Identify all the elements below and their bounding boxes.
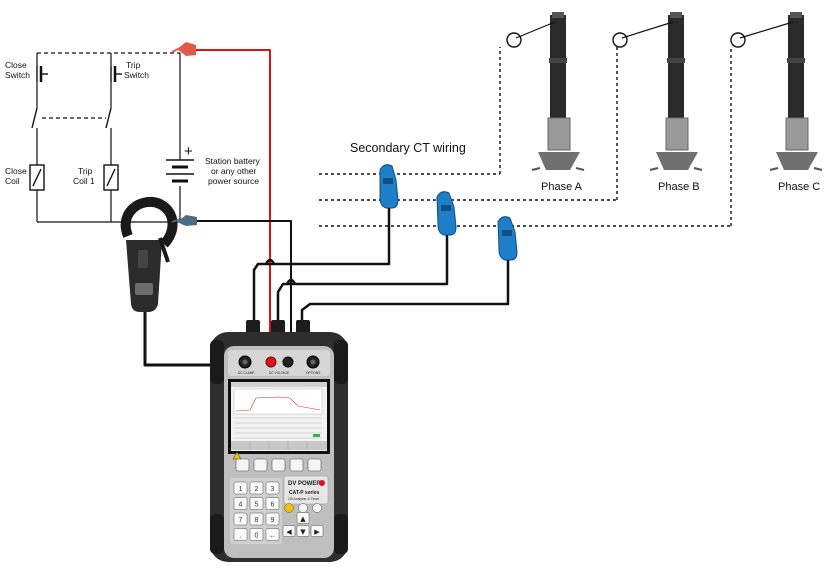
secondary-ct-wiring [319, 47, 732, 227]
keypad-key-label: 6 [271, 502, 275, 509]
secondary-ct-label: Secondary CT wiring [350, 141, 466, 155]
model-label: CAT-P series [289, 490, 320, 496]
dc-voltage-port-red[interactable] [265, 356, 277, 368]
trip-switch-label-1: Trip [126, 60, 141, 70]
keypad-key-label: 8 [255, 517, 259, 524]
keypad-key[interactable]: 9 [265, 512, 280, 526]
keypad-key-label: 2 [255, 486, 259, 493]
breaker-pole-a [506, 12, 585, 171]
port-label-dc-voltage: DC VOLTAGE [269, 371, 289, 375]
battery-label-2: or any other [211, 166, 257, 176]
breaker-pole-c [730, 12, 823, 171]
close-switch-label-1: Close [5, 60, 27, 70]
numeric-keypad: 1 2 3 4 5 6 7 8 9. 0 ← [233, 481, 280, 541]
trip-coil-label-2: Coil 1 [73, 176, 95, 186]
dc-voltage-port-black[interactable] [282, 356, 294, 368]
keypad-key-label: 7 [239, 517, 243, 524]
aux-contact-left [31, 107, 38, 129]
keypad-key[interactable]: . [233, 528, 248, 541]
arrow-key-label: ▼ [300, 528, 306, 536]
arrow-key-label: ▶ [314, 528, 320, 536]
keypad-key[interactable]: 5 [249, 497, 264, 510]
dc-current-clamp [120, 197, 178, 312]
keypad-key[interactable]: 3 [265, 481, 280, 495]
arrow-key[interactable]: ◀ [282, 525, 296, 537]
trip-coil-label-1: Trip [78, 166, 93, 176]
aux-contact-right [105, 107, 112, 129]
keypad-key[interactable]: 8 [249, 512, 264, 526]
battery-label-3: power source [208, 176, 259, 186]
options-port[interactable] [306, 355, 320, 369]
power-key[interactable] [298, 503, 308, 513]
keypad-key-label: 5 [255, 502, 259, 509]
keypad-key[interactable]: ← [265, 528, 280, 541]
menu-key[interactable] [312, 503, 322, 513]
trip-switch-label-2: Switch [124, 70, 149, 80]
keypad-key[interactable]: 0 [249, 528, 264, 541]
keypad-key[interactable]: 7 [233, 512, 248, 526]
arrow-key[interactable]: ▲ [296, 512, 310, 524]
keypad-key-label: 3 [271, 486, 275, 493]
trip-switch-symbol [110, 66, 122, 82]
control-circuit [36, 52, 181, 223]
keypad-key-label: 9 [271, 517, 275, 524]
ct-clamp-3 [497, 216, 518, 261]
black-clip-connector [171, 215, 197, 226]
arrow-key[interactable]: ▼ [296, 525, 310, 537]
model-subtitle: CB Analyzer & Timer [288, 497, 320, 501]
arrow-keypad: ▲ ◀ ▼ ▶ [282, 512, 324, 537]
breaker-pole-b [612, 12, 703, 171]
close-coil-symbol [29, 164, 45, 191]
cat-p-analyzer-device: DC CLAMP DC VOLTAGE OPTIONS [210, 320, 348, 562]
phase-a-label: Phase A [541, 181, 583, 193]
phase-b-label: Phase B [658, 181, 700, 193]
phase-c-label: Phase C [778, 181, 820, 193]
port-label-dc-clamp: DC CLAMP [238, 371, 254, 375]
battery-plus-sign: + [184, 143, 193, 160]
close-coil-label-2: Coil [5, 176, 20, 186]
port-label-options: OPTIONS [306, 371, 320, 375]
dc-clamp-port[interactable] [238, 355, 252, 369]
arrow-key[interactable]: ▶ [310, 525, 324, 537]
keypad-key[interactable]: 2 [249, 481, 264, 495]
keypad-key-label: . [240, 533, 242, 540]
close-coil-label-1: Close [5, 166, 27, 176]
close-switch-symbol [36, 66, 48, 82]
battery-label-1: Station battery [205, 156, 261, 166]
cables [143, 49, 510, 367]
ct-clamp-1 [379, 164, 399, 209]
keypad-key[interactable]: 6 [265, 497, 280, 510]
keypad-key-label: 0 [255, 533, 259, 540]
red-clip-connector [171, 42, 196, 56]
keypad-key[interactable]: 4 [233, 497, 248, 510]
close-switch-label-2: Switch [5, 70, 30, 80]
keypad-key-label: 4 [239, 502, 243, 509]
keypad-key-label: 1 [239, 486, 243, 493]
trip-coil-symbol [103, 164, 119, 191]
keypad-key-label: ← [269, 533, 276, 540]
ok-key[interactable] [284, 503, 294, 513]
keypad-key[interactable]: 1 [233, 481, 248, 495]
arrow-key-label: ◀ [286, 528, 292, 536]
arrow-key-label: ▲ [300, 515, 306, 523]
ct-clamp-2 [436, 191, 457, 236]
battery-symbol [166, 159, 194, 183]
brand-label: DV POWER [288, 481, 321, 487]
control-circuit-labels: Close Switch Trip Switch Close Coil Trip… [5, 60, 261, 186]
